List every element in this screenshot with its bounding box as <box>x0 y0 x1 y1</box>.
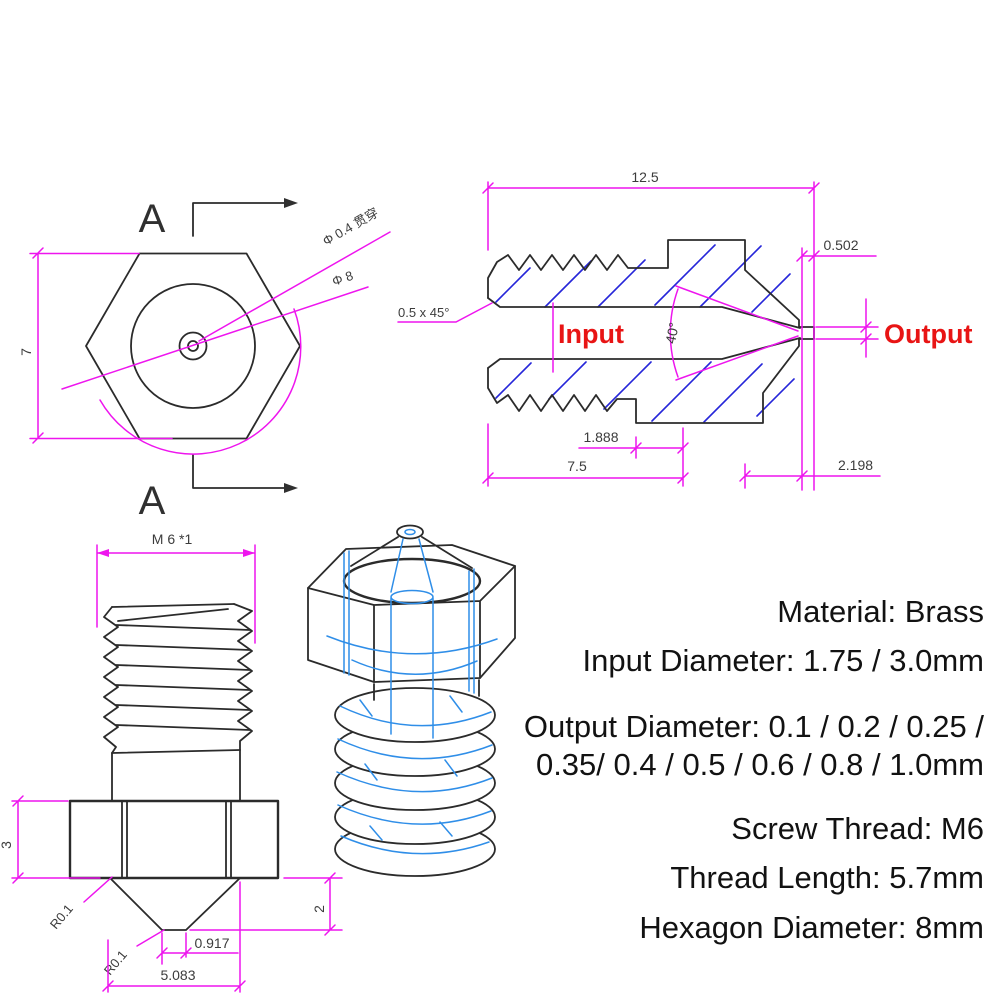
chamfer-label: 0.5 x 45° <box>398 305 449 320</box>
hex-leader-line <box>61 286 369 390</box>
radius1-leader <box>83 876 113 903</box>
section-letter-bottom: A <box>139 479 166 523</box>
section-view: 0.5 x 45° 12.5 0.502 40° Input Output 1.… <box>397 169 972 491</box>
orifice-circle <box>187 340 199 352</box>
dim-0917-label: 0.917 <box>194 935 229 951</box>
output-label: Output <box>884 319 972 349</box>
spec-hexagon-diameter: Hexagon Diameter: 8mm <box>639 910 984 945</box>
section-hatching <box>495 244 795 423</box>
phi8-arc <box>99 308 302 455</box>
thread-right-edge <box>233 603 253 751</box>
neck-cylinder <box>111 749 241 802</box>
dim-2-lines <box>189 872 343 936</box>
section-letter-top: A <box>139 197 166 241</box>
radius2-label: R0.1 <box>101 947 130 978</box>
tip-cone-3d <box>350 536 473 569</box>
output-extension-lines <box>815 298 879 358</box>
top-recess-ellipse <box>342 557 482 605</box>
thread-ridges <box>111 624 251 754</box>
dim-3-lines <box>11 795 101 884</box>
dim-12-5-label: 12.5 <box>631 169 658 185</box>
dim-5083-label: 5.083 <box>160 967 195 983</box>
dim-2-label: 2 <box>311 905 327 913</box>
dim-m6-label: M 6 *1 <box>152 531 193 547</box>
spec-output-diameter-line2: 0.35/ 0.4 / 0.5 / 0.6 / 0.8 / 1.0mm <box>535 747 984 782</box>
dim-7-lines <box>29 247 173 444</box>
dim-7-label: 7 <box>18 348 34 356</box>
section-outer-profile <box>487 239 815 424</box>
cone-angle-label: 40° <box>662 321 682 345</box>
dim-1888-label: 1.888 <box>583 429 618 445</box>
dim-0502-label: 0.502 <box>823 237 858 253</box>
nozzle-cone <box>109 877 241 931</box>
section-arrowhead-top-icon <box>284 198 298 208</box>
hex-leader-label: Φ 8 <box>330 268 355 289</box>
hidden-coil-arcs-3d <box>336 705 493 855</box>
side-thread-view: M 6 *1 3 2 R0.1 R0.1 0.917 5.083 <box>0 531 343 993</box>
thread-circle <box>130 283 256 409</box>
section-bore <box>487 297 801 369</box>
section-arrow-top <box>192 202 285 237</box>
dim-5083-lines <box>102 881 246 993</box>
hole-leader-line <box>198 231 391 342</box>
inner-bore-cone-3d <box>390 538 434 593</box>
dim-75-lines <box>482 423 689 487</box>
spec-screw-thread: Screw Thread: M6 <box>731 811 984 846</box>
dim-0502-lines <box>796 250 877 262</box>
thread-left-edge <box>103 606 119 754</box>
hex-flange-facets <box>121 800 232 879</box>
bore-circle <box>178 331 208 361</box>
cone-angle-lines <box>669 285 799 381</box>
spec-thread-length: Thread Length: 5.7mm <box>670 860 984 895</box>
neck-edges-3d <box>373 679 480 701</box>
dim-2198-lines <box>739 463 881 489</box>
dim-12-5-lines <box>482 181 820 491</box>
dim-75-label: 7.5 <box>567 458 587 474</box>
hidden-hex-arcs-3d <box>326 635 498 675</box>
radius1-label: R0.1 <box>47 901 76 932</box>
hidden-coil-ticks-3d <box>359 695 463 841</box>
tip-hole-3d <box>404 528 416 536</box>
thread-top-edge <box>111 603 235 622</box>
coil-1 <box>334 687 496 743</box>
tip-ring-3d <box>396 524 424 540</box>
dim-0917-lines <box>156 932 239 965</box>
hexagon-outline <box>85 252 301 440</box>
spec-material: Material: Brass <box>777 594 984 629</box>
spec-output-diameter-line1: Output Diameter: 0.1 / 0.2 / 0.25 / <box>523 709 984 744</box>
dim-m6-lines <box>96 544 256 644</box>
spec-input-diameter: Input Diameter: 1.75 / 3.0mm <box>582 643 984 678</box>
section-arrow-bottom <box>192 454 285 489</box>
input-label: Input <box>558 319 624 349</box>
front-hex-view: A A Φ 0.4 贯穿 Φ 8 7 <box>18 197 391 523</box>
hidden-verticals-3d <box>343 550 475 739</box>
radius2-leader <box>136 929 165 947</box>
dim-3-label: 3 <box>0 841 14 849</box>
iso-3d-view <box>307 524 516 877</box>
section-arrowhead-bottom-icon <box>284 483 298 493</box>
dim-2198-label: 2.198 <box>838 457 873 473</box>
inner-bore-ellipse-3d <box>390 589 434 605</box>
dim-1888-lines <box>578 436 689 459</box>
hex-flange-outline <box>68 799 280 880</box>
chamfer-leader <box>397 302 493 323</box>
